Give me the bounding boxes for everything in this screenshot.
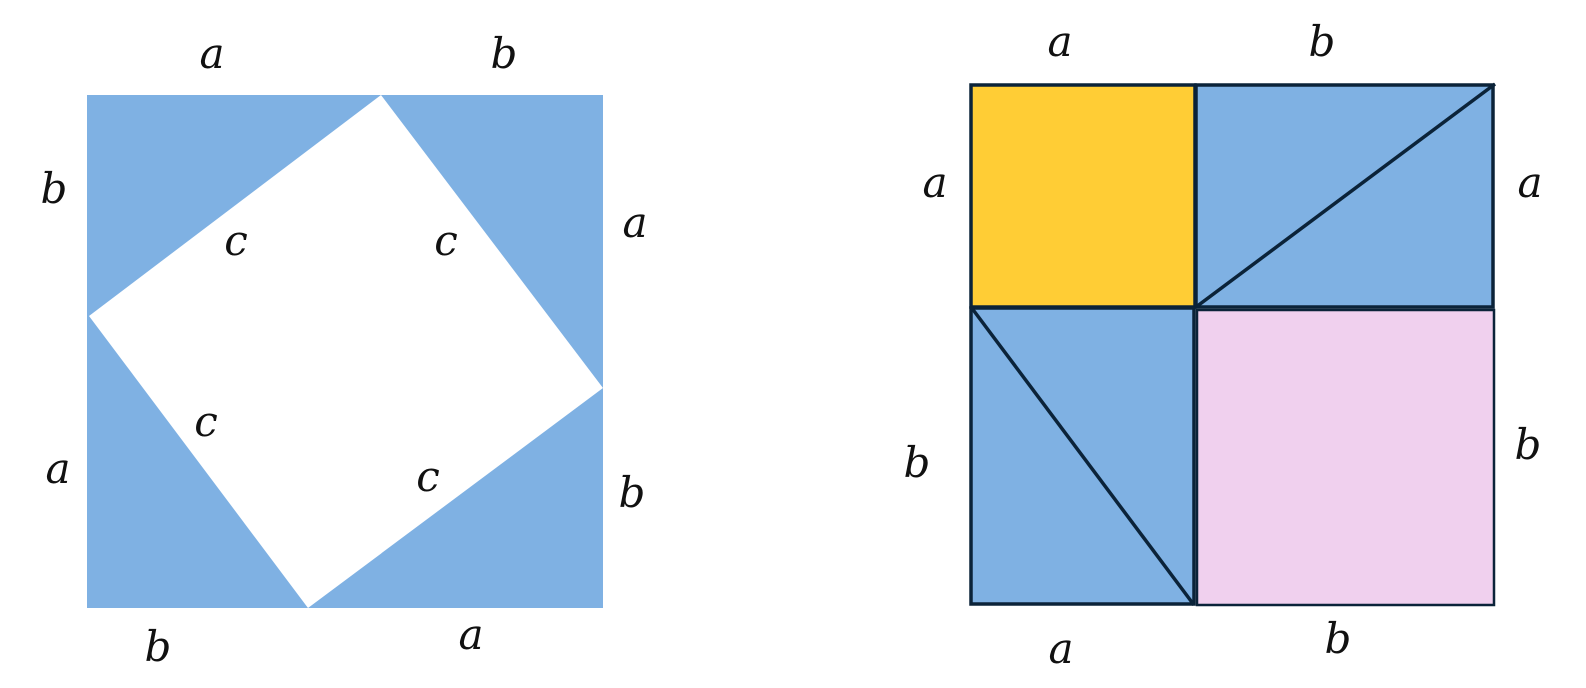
label-bottom-a: a — [1048, 624, 1073, 673]
bottom-left-diagonal — [969, 305, 1196, 607]
label-left-a: a — [45, 444, 70, 493]
label-left-a: a — [922, 158, 947, 207]
top-right-diagonal — [1194, 82, 1497, 309]
label-top-b: b — [491, 29, 518, 78]
inner-c-square — [89, 95, 603, 608]
label-right-b: b — [1515, 420, 1542, 469]
label-bottom-b: b — [1325, 614, 1352, 663]
left-figure: a b b a a b b a c c c c — [41, 29, 648, 671]
label-left-b: b — [41, 164, 68, 213]
label-bottom-a: a — [458, 610, 483, 659]
label-top-b: b — [1309, 17, 1336, 66]
label-c-4: c — [416, 452, 440, 501]
label-top-a: a — [199, 29, 224, 78]
label-bottom-b: b — [145, 622, 172, 671]
label-right-a: a — [622, 198, 647, 247]
label-top-a: a — [1047, 17, 1072, 66]
right-figure-labels: a b a b a b a b — [904, 17, 1543, 673]
label-c-1: c — [224, 216, 248, 265]
label-right-b: b — [619, 468, 646, 517]
label-c-2: c — [434, 216, 458, 265]
a-squared-square — [969, 83, 1197, 309]
label-left-b: b — [904, 438, 931, 487]
label-right-a: a — [1517, 158, 1542, 207]
b-squared-square — [1195, 308, 1496, 607]
label-c-3: c — [194, 397, 218, 446]
right-figure — [969, 82, 1497, 607]
